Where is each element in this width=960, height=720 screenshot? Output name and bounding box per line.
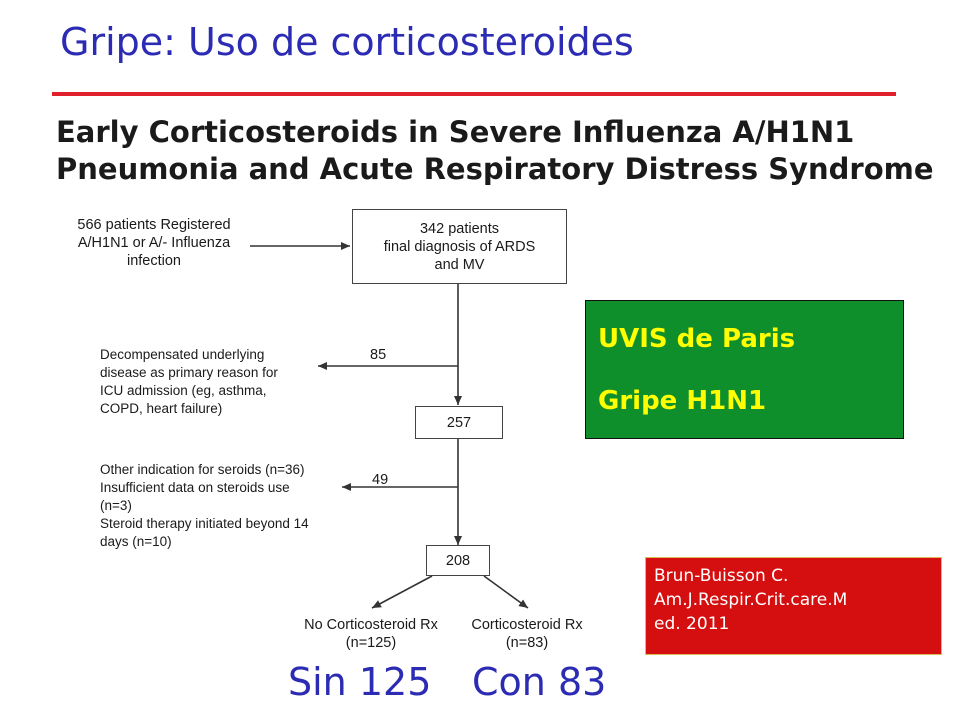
arrow-to-no-cs (371, 575, 433, 609)
citation-box: Brun-Buisson C. Am.J.Respir.Crit.care.M … (645, 557, 942, 655)
cs-line-2: (n=83) (505, 635, 549, 651)
excl2-line-5: days (n=10) (100, 534, 172, 549)
final-box-line-1: 342 patients (419, 220, 499, 237)
paper-title-line-2: Pneumonia and Acute Respiratory Distress… (56, 152, 934, 186)
exclusion-49-text: Other indication for seroids (n=36) Insu… (100, 461, 309, 551)
citation-line-2: Am.J.Respir.Crit.care.M (654, 590, 848, 610)
slide-title: Gripe: Uso de corticosteroides (60, 20, 634, 64)
registered-line-1: 566 patients Registered (77, 217, 231, 233)
cs-line-1: Corticosteroid Rx (471, 617, 583, 633)
excl2-line-3: (n=3) (100, 498, 132, 513)
no-cs-line-2: (n=125) (345, 635, 397, 651)
final-box-line-3: and MV (434, 256, 485, 273)
title-divider (52, 92, 896, 96)
excl1-line-3: ICU admission (eg, asthma, (100, 383, 267, 398)
final-diagnosis-box: 342 patients final diagnosis of ARDS and… (352, 209, 567, 284)
citation-line-3: ed. 2011 (654, 614, 730, 634)
con-count: Con 83 (472, 660, 607, 704)
excl1-line-4: COPD, heart failure) (100, 401, 223, 416)
box-208: 208 (426, 545, 490, 576)
excl2-line-2: Insufficient data on steroids use (100, 480, 290, 495)
exclusion-85-text: Decompensated underlying disease as prim… (100, 346, 278, 418)
final-box-line-2: final diagnosis of ARDS (383, 238, 536, 255)
uvis-line-2: Gripe H1N1 (598, 386, 767, 416)
excl2-line-4: Steroid therapy initiated beyond 14 (100, 516, 309, 531)
registered-line-2: A/H1N1 or A/- Influenza (77, 235, 231, 251)
excl2-line-1: Other indication for seroids (n=36) (100, 462, 305, 477)
sin-count: Sin 125 (288, 660, 432, 704)
corticosteroid-text: Corticosteroid Rx (n=83) (452, 616, 602, 652)
no-cs-line-1: No Corticosteroid Rx (304, 617, 438, 633)
arrow-to-cs (483, 575, 529, 609)
registered-patients-text: 566 patients Registered A/H1N1 or A/- In… (56, 216, 252, 270)
citation-line-1: Brun-Buisson C. (654, 566, 789, 586)
paper-title: Early Corticosteroids in Severe Influenz… (56, 114, 934, 188)
paper-title-line-1: Early Corticosteroids in Severe Influenz… (56, 115, 855, 149)
uvis-line-1: UVIS de Paris (598, 324, 796, 354)
exclusion-49-count: 49 (372, 472, 389, 488)
no-corticosteroid-text: No Corticosteroid Rx (n=125) (286, 616, 456, 652)
box-257: 257 (415, 406, 503, 439)
exclusion-85-count: 85 (370, 347, 387, 363)
registered-line-3: infection (126, 253, 181, 269)
excl1-line-2: disease as primary reason for (100, 365, 278, 380)
uvis-paris-box: UVIS de Paris Gripe H1N1 (585, 300, 904, 439)
excl1-line-1: Decompensated underlying (100, 347, 265, 362)
